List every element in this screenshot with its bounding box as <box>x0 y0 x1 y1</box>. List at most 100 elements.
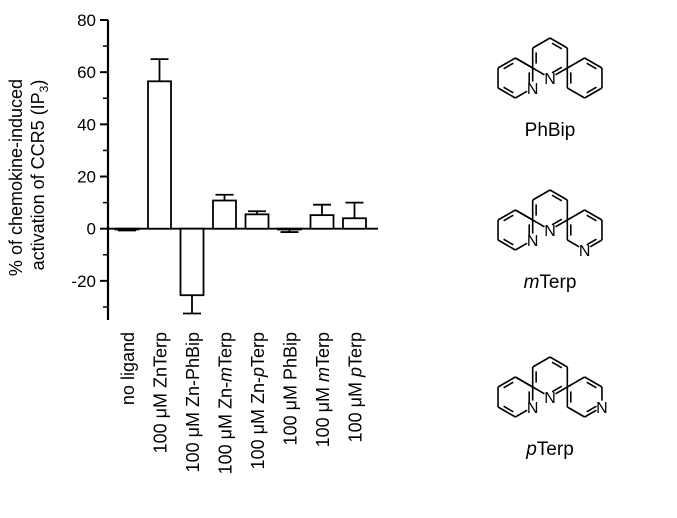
x-tick-label: 100 μM Zn-pTerp <box>248 332 268 469</box>
structure-name-prefix: m <box>524 272 540 293</box>
double-bond <box>503 214 514 222</box>
bond <box>514 242 528 251</box>
bond <box>532 189 551 201</box>
structure-name-prefix: p <box>525 439 537 460</box>
double-bond <box>551 361 563 369</box>
nitrogen-atom: N <box>579 243 591 260</box>
double-bond <box>586 62 597 70</box>
bond <box>566 376 586 388</box>
bond <box>497 57 516 69</box>
y-axis: -20 0 20 40 60 80 <box>71 11 378 320</box>
double-bond <box>503 238 514 246</box>
bond <box>549 189 568 201</box>
y-axis-label-line2: activation of CCR5 (IP <box>28 92 48 270</box>
bond <box>514 57 534 69</box>
y-tick-label: 40 <box>77 115 96 134</box>
double-bond <box>586 405 597 413</box>
structure-phbip: NN PhBip <box>497 37 603 141</box>
x-tick-label: 100 μM PhBip <box>281 332 301 445</box>
nitrogen-atom: N <box>596 400 608 417</box>
y-axis-label: % of chemokine-induced activation of CCR… <box>6 74 51 276</box>
bar <box>244 213 270 230</box>
nitrogen-atom: N <box>527 400 539 417</box>
bond <box>497 406 516 418</box>
bar <box>212 199 237 230</box>
bond <box>555 386 568 395</box>
x-tick-label: 100 μM mTerp <box>313 332 333 447</box>
y-axis-label-close: ) <box>28 80 48 86</box>
bond <box>549 37 568 49</box>
bond <box>514 90 528 99</box>
double-bond <box>503 405 514 413</box>
x-tick-label: 100 μM Zn-PhBip <box>183 332 203 472</box>
bond <box>497 239 516 251</box>
y-tick-label: -20 <box>71 272 96 291</box>
structure-name: PhBip <box>525 120 576 141</box>
nitrogen-atom: N <box>527 81 539 98</box>
y-tick-label: 20 <box>77 168 96 187</box>
bond <box>584 409 597 418</box>
double-bond <box>586 238 597 246</box>
bond <box>514 376 534 388</box>
double-bond <box>586 381 597 389</box>
structure-name-rest: Terp <box>537 439 574 460</box>
bond <box>555 219 568 228</box>
y-tick-label: 60 <box>77 63 96 82</box>
structure-name-rest: PhBip <box>525 120 576 141</box>
bond <box>532 356 551 368</box>
bar <box>277 227 302 231</box>
double-bond <box>503 381 514 389</box>
nitrogen-atom: N <box>544 223 556 240</box>
bar <box>309 214 335 230</box>
double-bond <box>503 62 514 70</box>
bond <box>555 67 568 76</box>
y-tick-label: 80 <box>77 11 96 30</box>
error-bars <box>118 58 364 315</box>
double-bond <box>551 218 563 226</box>
bond <box>589 239 603 248</box>
bond <box>584 87 603 99</box>
bar <box>179 227 205 297</box>
nitrogen-atom: N <box>527 233 539 250</box>
bond <box>566 239 580 248</box>
x-tick-label: 100 μM pTerp <box>346 332 366 442</box>
double-bond <box>551 385 563 393</box>
x-tick-label: 100 μM Zn-mTerp <box>216 332 236 474</box>
bond <box>497 209 516 221</box>
bond <box>566 87 586 99</box>
double-bond <box>586 214 597 222</box>
bar <box>114 227 140 231</box>
double-bond <box>551 194 563 202</box>
bond <box>514 409 528 418</box>
structure-name: pTerp <box>525 439 574 460</box>
nitrogen-atom: N <box>544 390 556 407</box>
y-tick-label: 0 <box>87 220 96 239</box>
structure-name-rest: Terp <box>539 272 576 293</box>
bond <box>549 356 568 368</box>
bar-series <box>114 80 367 297</box>
bond <box>532 67 545 76</box>
structure-name: mTerp <box>524 272 577 293</box>
nitrogen-atom: N <box>544 71 556 88</box>
bond <box>514 209 534 221</box>
bond <box>497 376 516 388</box>
x-tick-label: no ligand <box>118 332 138 405</box>
double-bond <box>586 86 597 94</box>
bond <box>584 57 603 69</box>
bar <box>342 217 367 230</box>
bond <box>584 209 603 221</box>
bond <box>566 209 586 221</box>
bond <box>532 219 545 228</box>
bond <box>532 37 551 49</box>
y-axis-label-subscript: 3 <box>37 85 51 92</box>
double-bond <box>551 66 563 74</box>
bond <box>497 87 516 99</box>
bond <box>532 386 545 395</box>
double-bond <box>551 42 563 50</box>
bond <box>566 406 586 418</box>
